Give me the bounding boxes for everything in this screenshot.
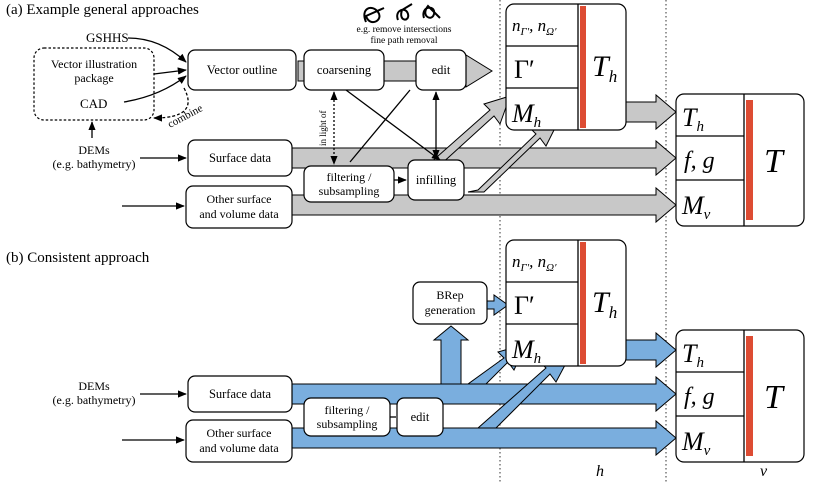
stack-h-bottom-red-bar bbox=[580, 242, 586, 364]
stack-h-bottom bbox=[505, 239, 627, 367]
edit-note-1: e.g. remove intersections bbox=[357, 25, 452, 35]
brep-label-2: generation bbox=[425, 303, 476, 317]
blue-arrow-diag-2 bbox=[476, 351, 574, 429]
t-h-label-v-bottom: Th bbox=[682, 339, 704, 371]
gamma-label-bottom: Γ′ bbox=[514, 291, 535, 320]
surface-data-box-b bbox=[187, 375, 293, 413]
other-surface-label-b-1: Other surface bbox=[207, 426, 272, 440]
vector-outline-box bbox=[187, 49, 297, 91]
cad-label: CAD bbox=[80, 96, 107, 111]
dems-label-a-2: (e.g. bathymetry) bbox=[53, 157, 136, 171]
fg-label-bottom: f, g bbox=[684, 384, 715, 410]
filtering-label-b-2: subsampling bbox=[317, 417, 378, 431]
gshhs-arrow bbox=[127, 37, 187, 63]
other-surface-box-b bbox=[185, 419, 293, 463]
cross-line-1 bbox=[345, 89, 441, 161]
mesh-v-label-bottom: Mv bbox=[681, 427, 711, 459]
big-t-label-bottom: T bbox=[764, 379, 785, 416]
edit-box-b bbox=[396, 397, 444, 437]
vector-pkg-label-1: Vector illustration bbox=[51, 57, 137, 71]
axis-v-label: v bbox=[760, 463, 768, 480]
stack-v-top-red-bar bbox=[746, 100, 753, 220]
surface-data-label-b: Surface data bbox=[209, 387, 272, 401]
mesh-v-label-top: Mv bbox=[681, 191, 711, 223]
twist-scribble-icon bbox=[396, 3, 413, 21]
stack-h-bottom-outline bbox=[505, 239, 627, 367]
other-surface-label-a-1: Other surface bbox=[207, 192, 272, 206]
surface-data-label-a: Surface data bbox=[209, 151, 272, 165]
vector-outline-label: Vector outline bbox=[207, 63, 278, 77]
other-surface-label-b-2: and volume data bbox=[199, 441, 279, 455]
stack-v-bottom-red-bar bbox=[746, 336, 753, 456]
stack-h-top-outline bbox=[505, 3, 627, 131]
blue-arrow-brep-up bbox=[432, 325, 470, 385]
filtering-label-a-2: subsampling bbox=[319, 184, 380, 198]
scribble-icons bbox=[363, 3, 441, 24]
normals-label-bottom: nΓ′, nΩ′ bbox=[512, 252, 557, 274]
axis-h-label: h bbox=[596, 463, 604, 480]
vector-pkg-label-2: package bbox=[74, 71, 113, 85]
grey-arrow-th bbox=[625, 93, 677, 131]
mesh-h-label-top: Mh bbox=[511, 99, 541, 131]
stack-v-bottom bbox=[675, 329, 805, 463]
loop-scribble-icon bbox=[363, 6, 385, 24]
panel-b-title: (b) Consistent approach bbox=[6, 250, 150, 266]
panel-a-title: (a) Example general approaches bbox=[6, 2, 199, 18]
coarsening-box bbox=[303, 49, 385, 91]
connectors-a bbox=[88, 37, 441, 210]
stack-v-top-outline bbox=[675, 93, 805, 227]
brep-box bbox=[412, 281, 488, 325]
t-h-label-bottom: Th bbox=[592, 286, 617, 322]
blue-arrow-brep-right bbox=[485, 294, 509, 316]
edit-label-b: edit bbox=[411, 410, 430, 424]
edit-box-a bbox=[415, 49, 467, 91]
cross-line-2 bbox=[349, 89, 411, 163]
other-surface-label-a-2: and volume data bbox=[199, 207, 279, 221]
stack-h-top bbox=[505, 3, 627, 131]
combine-arrow bbox=[153, 87, 189, 122]
big-t-label-top: T bbox=[764, 143, 785, 180]
edit-note-2: fine path removal bbox=[370, 35, 437, 46]
infilling-label: infilling bbox=[416, 173, 457, 187]
stack-v-bottom-outline bbox=[675, 329, 805, 463]
normals-label-top: nΓ′, nΩ′ bbox=[512, 16, 557, 38]
combine-label: combine bbox=[166, 102, 205, 130]
dems-label-a-1: DEMs bbox=[78, 143, 110, 157]
brep-label-1: BRep bbox=[436, 288, 463, 302]
filtering-box-a bbox=[303, 165, 395, 203]
knot-scribble-icon bbox=[422, 4, 441, 19]
connectors-b bbox=[122, 390, 396, 444]
filtering-label-a-1: filtering / bbox=[327, 170, 373, 184]
filtering-label-b-1: filtering / bbox=[325, 403, 371, 417]
in-light-of-label: in light of bbox=[318, 110, 328, 146]
surface-data-box-a bbox=[187, 139, 293, 177]
gamma-label-top: Γ′ bbox=[514, 55, 535, 84]
stack-h-top-red-bar bbox=[580, 6, 586, 128]
t-h-label-v-top: Th bbox=[682, 103, 704, 135]
cad-arrow bbox=[123, 75, 187, 103]
dems-label-b-2: (e.g. bathymetry) bbox=[53, 393, 136, 407]
vector-pkg-arrow bbox=[153, 67, 187, 75]
coarsening-label: coarsening bbox=[317, 63, 372, 77]
stack-v-top bbox=[675, 93, 805, 227]
t-h-label-top: Th bbox=[592, 50, 617, 86]
fg-label-top: f, g bbox=[684, 148, 715, 174]
other-surface-box-a bbox=[185, 185, 293, 229]
edit-label-a: edit bbox=[432, 63, 451, 77]
blue-arrow-th bbox=[625, 331, 677, 369]
gshhs-label: GSHHS bbox=[86, 30, 129, 45]
dems-label-b-1: DEMs bbox=[78, 379, 110, 393]
mesh-h-label-bottom: Mh bbox=[511, 335, 541, 367]
